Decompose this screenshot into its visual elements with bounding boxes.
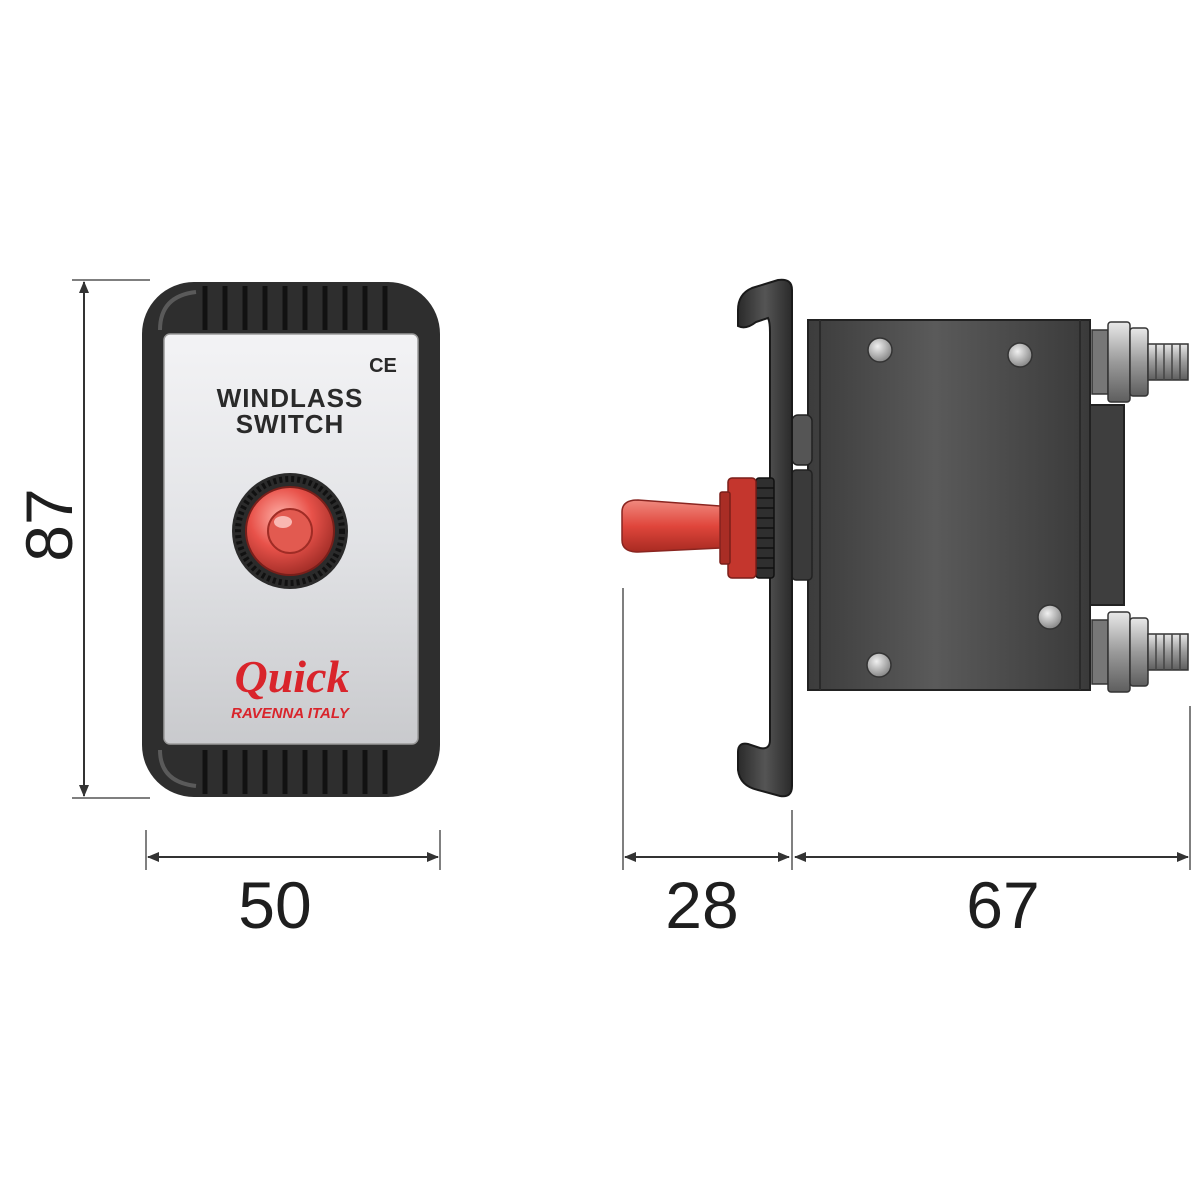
dimension-rear-depth-label: 67: [966, 868, 1039, 942]
panel-title-line2: SWITCH: [236, 409, 345, 439]
body-screw-2: [1007, 342, 1033, 368]
body-screw-4: [866, 652, 892, 678]
front-view: CE WINDLASS SWITCH Quick RAVENNA ITALY: [142, 282, 440, 797]
side-view: [621, 278, 1189, 798]
mounting-flange: [737, 278, 793, 798]
ce-mark: CE: [369, 355, 397, 377]
panel-title-line1: WINDLASS: [217, 383, 364, 413]
dimension-front-depth-label: 28: [665, 868, 738, 942]
brand-logo: Quick: [235, 651, 350, 702]
dimension-height-label: 87: [12, 488, 86, 561]
switch-body: [807, 319, 1091, 691]
terminal-stud-bottom: [1091, 611, 1189, 693]
dimension-lines: [72, 279, 1191, 870]
body-screw-3: [1037, 604, 1063, 630]
terminal-stud-top: [1091, 321, 1189, 403]
brand-subtitle: RAVENNA ITALY: [231, 705, 351, 722]
body-side-block: [1089, 404, 1125, 606]
body-screw-1: [867, 337, 893, 363]
top-vent-ribs: [202, 286, 388, 330]
bottom-vent-ribs: [202, 750, 388, 794]
toggle-lever: [621, 499, 721, 553]
lever-bushing: [719, 477, 775, 579]
dimension-width-label: 50: [238, 868, 311, 942]
red-push-button: [232, 473, 348, 589]
